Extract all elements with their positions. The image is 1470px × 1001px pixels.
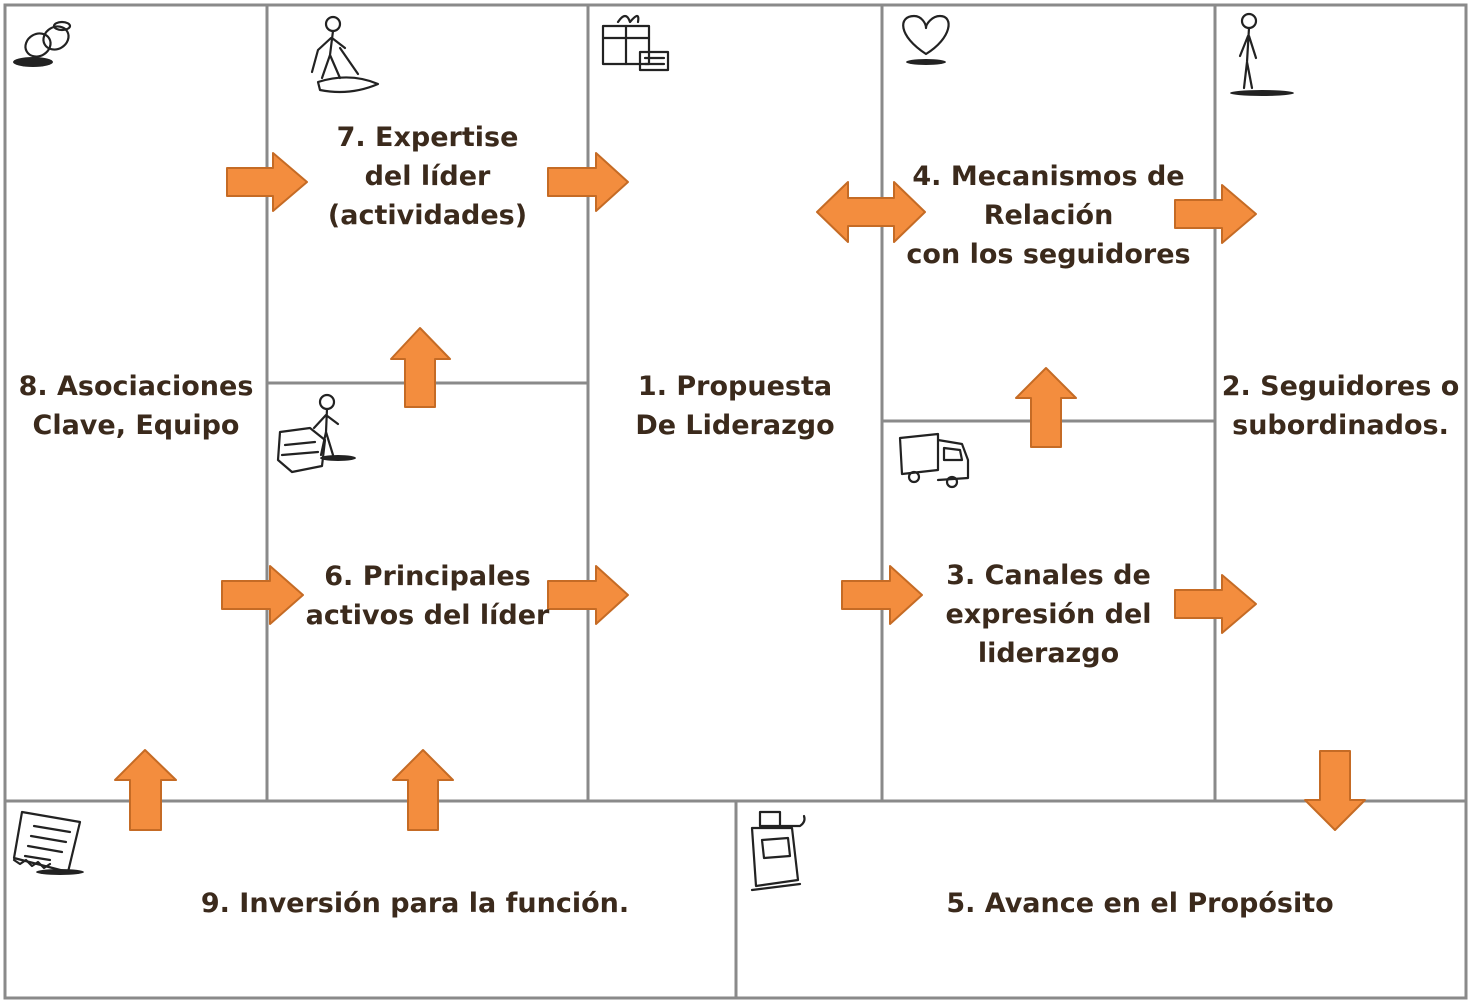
block-mecanismos-line: Relación	[983, 200, 1114, 231]
digging-person-icon	[310, 15, 380, 94]
block-activos-line: 6. Principales	[324, 561, 531, 592]
heart-icon	[902, 14, 950, 65]
block-propuesta-line: 1. Propuesta	[637, 371, 833, 402]
block-principales-activos: 6. Principales activos del líder	[267, 557, 588, 635]
block-avance-line: 5. Avance en el Propósito	[946, 888, 1334, 919]
block-canales-line: 3. Canales de	[946, 560, 1151, 591]
arrow-up-3-to-4	[1015, 367, 1077, 448]
block-asociaciones-line: 8. Asociaciones	[18, 371, 254, 402]
block-canales-line: expresión del	[945, 599, 1152, 630]
block-expertise-lider: 7. Expertise del líder (actividades)	[267, 118, 588, 235]
arrow-right-6-to-1	[547, 565, 629, 625]
block-propuesta-line: De Liderazgo	[635, 410, 835, 441]
block-mecanismos-relacion: 4. Mecanismos de Relación con los seguid…	[882, 157, 1215, 274]
arrow-right-7-to-1	[547, 152, 629, 212]
arrow-up-9-to-6	[392, 749, 454, 831]
arrow-right-1-to-3	[841, 565, 923, 625]
block-mecanismos-line: con los seguidores	[906, 239, 1191, 270]
arrow-down-2-to-5	[1304, 750, 1366, 831]
receipt-icon	[12, 810, 84, 875]
arrow-double-1-4	[816, 181, 926, 243]
block-avance-proposito: 5. Avance en el Propósito	[900, 884, 1380, 923]
truck-icon	[898, 432, 970, 489]
cash-register-icon	[750, 810, 806, 892]
block-seguidores-line: 2. Seguidores o	[1221, 371, 1460, 402]
block-inversion-funcion: 9. Inversión para la función.	[130, 884, 700, 923]
block-asociaciones-clave: 8. Asociaciones Clave, Equipo	[5, 367, 267, 445]
person-with-machine-icon	[276, 393, 356, 474]
arrow-up-6-to-7	[390, 327, 451, 408]
block-canales-line: liderazgo	[977, 638, 1120, 669]
arrow-up-9-to-8	[114, 749, 177, 831]
block-asociaciones-line: Clave, Equipo	[32, 410, 240, 441]
standing-person-icon	[1230, 12, 1294, 96]
block-expertise-line: 7. Expertise	[336, 122, 519, 153]
block-inversion-line: 9. Inversión para la función.	[200, 888, 630, 919]
gift-box-icon	[601, 14, 670, 72]
block-expertise-line: (actividades)	[327, 200, 528, 231]
block-seguidores: 2. Seguidores o subordinados.	[1215, 367, 1466, 445]
arrow-right-3-to-2	[1174, 574, 1257, 634]
block-activos-line: activos del líder	[305, 600, 550, 631]
block-propuesta-liderazgo: 1. Propuesta De Liderazgo	[588, 367, 882, 445]
arrow-right-4-to-2	[1174, 184, 1257, 244]
arrow-right-8-to-6	[221, 565, 304, 625]
block-expertise-line: del líder	[364, 161, 491, 192]
block-seguidores-line: subordinados.	[1232, 410, 1449, 441]
rings-icon	[13, 20, 72, 67]
grid-lines	[3, 3, 1468, 1000]
block-canales-expresion: 3. Canales de expresión del liderazgo	[882, 556, 1215, 673]
block-mecanismos-line: 4. Mecanismos de	[912, 161, 1185, 192]
arrow-right-8-to-7	[226, 152, 308, 212]
